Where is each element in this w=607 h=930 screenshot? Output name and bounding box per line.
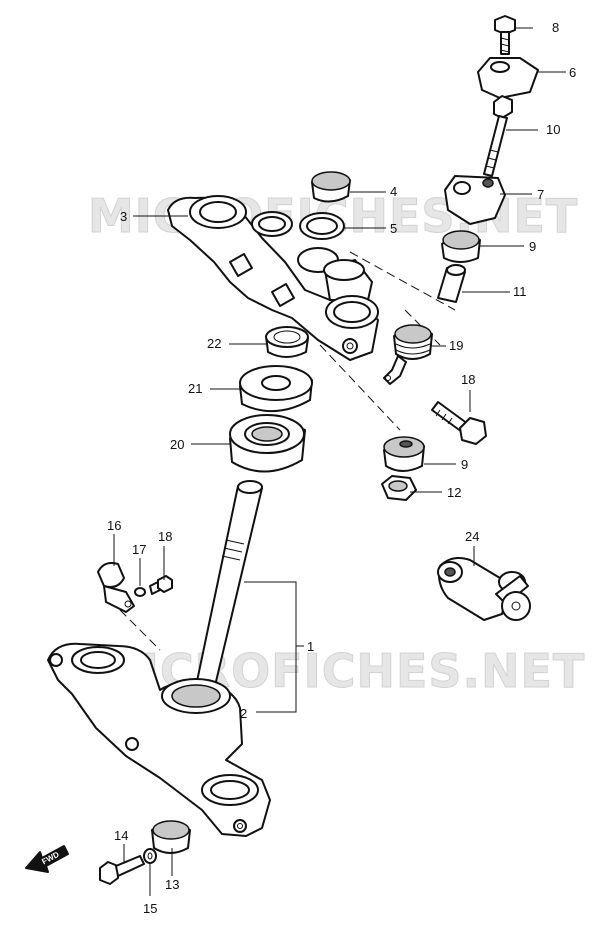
callout-14: 14 — [114, 828, 128, 843]
part-13-cap — [151, 820, 191, 854]
fwd-arrow-badge: FWD — [25, 845, 69, 873]
callout-5: 5 — [390, 221, 397, 236]
callout-20: 19 — [449, 338, 463, 353]
callout-22: 21 — [188, 381, 202, 396]
callout-24: 24 — [465, 529, 479, 544]
callout-18: 18 — [158, 529, 172, 544]
callout-13: 13 — [165, 877, 179, 892]
callout-8: 8 — [552, 20, 559, 35]
callout-19: 18 — [461, 372, 475, 387]
stem-callout-bracket — [244, 581, 304, 713]
assembly-dash-lines — [109, 251, 456, 651]
part-6-handlebar-holder — [477, 57, 539, 99]
callout-16: 16 — [107, 518, 121, 533]
part-17-washer — [134, 587, 146, 597]
callout-3: 3 — [120, 209, 127, 224]
callout-17: 17 — [132, 542, 146, 557]
callout-1: 1 — [307, 639, 314, 654]
part-21-bearing — [229, 414, 306, 473]
callout-23: 22 — [207, 336, 221, 351]
callout-7: 7 — [537, 187, 544, 202]
part-7-lower-holder — [444, 175, 506, 225]
part-24-ignition-switch — [437, 557, 531, 621]
part-23-steering-nut — [265, 326, 309, 358]
callout-12: 12 — [447, 485, 461, 500]
part-11-collar — [437, 264, 466, 303]
callout-2: 2 — [240, 706, 247, 721]
callout-11: 11 — [513, 284, 527, 299]
part-8-bolt — [494, 15, 516, 55]
part-16-bracket — [97, 562, 135, 613]
callout-15: 15 — [143, 901, 157, 916]
callout-9-lower: 9 — [461, 457, 468, 472]
part-9-damper-lower — [383, 436, 425, 472]
part-20-cover — [383, 324, 433, 385]
part-14-bolt — [99, 855, 145, 885]
part-19-bolt — [431, 401, 487, 445]
callout-21: 20 — [170, 437, 184, 452]
part-22-dust-seal — [239, 365, 313, 413]
part-1-steering-stem — [47, 480, 271, 837]
callout-9-upper: 9 — [529, 239, 536, 254]
part-10-long-bolt — [483, 95, 513, 177]
part-18-screw — [149, 575, 173, 595]
callout-labels: 8 6 10 7 4 3 5 9 11 22 19 18 21 20 9 12 … — [107, 20, 576, 916]
part-12-nut — [381, 475, 417, 501]
callout-10: 10 — [546, 122, 560, 137]
callout-4: 4 — [390, 184, 397, 199]
part-9-damper-upper — [441, 230, 481, 263]
part-15-washer — [143, 848, 157, 864]
part-5-ring — [299, 212, 345, 240]
leader-lines — [113, 27, 566, 896]
part-4-cap — [311, 171, 351, 203]
callout-6: 6 — [569, 65, 576, 80]
part-3-upper-bracket — [167, 195, 379, 361]
